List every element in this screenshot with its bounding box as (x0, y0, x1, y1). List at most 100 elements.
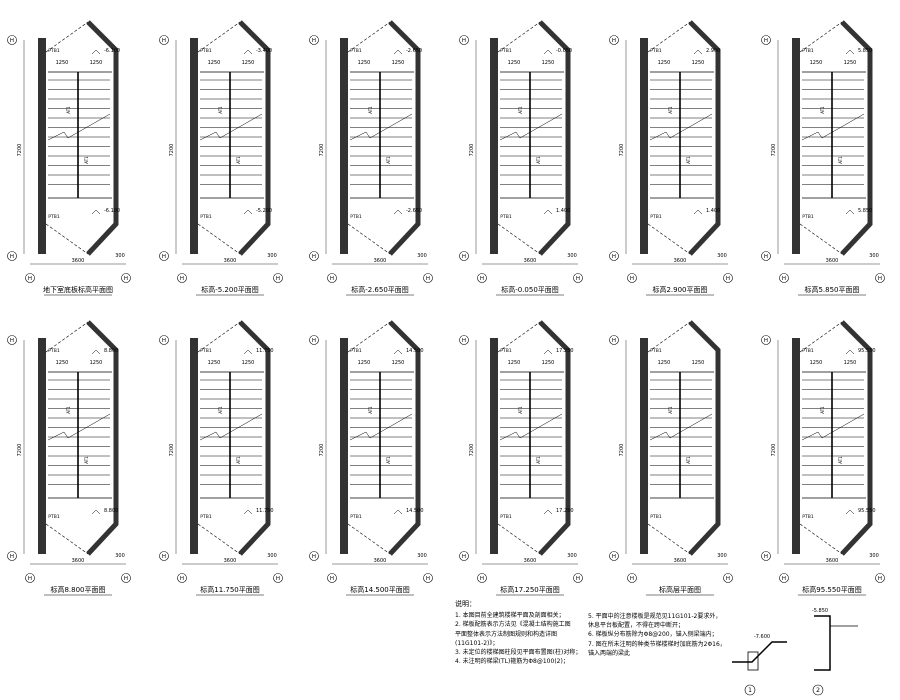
vertical-dim-text: 7200 (771, 144, 777, 157)
break-line (649, 413, 713, 441)
plan-caption: 标高5.850平面图 (804, 285, 859, 294)
bottom-diagonal (799, 223, 843, 255)
width-right-text: 1250 (692, 60, 705, 66)
break-line (349, 413, 413, 441)
design-notes: 说明： 1. 本图目前全建筑楼梯平面及剖面相关； 2. 梯板配筋表示方法见《混凝… (455, 600, 590, 666)
vertical-dim-text: 7200 (469, 144, 475, 157)
axis-bubble (723, 573, 733, 583)
axis-tag: H (630, 276, 634, 282)
plan-caption: 标高-5.200平面图 (201, 285, 259, 294)
vertical-dim-text: 7200 (619, 144, 625, 157)
level-marker-bottom (91, 209, 101, 215)
offset-dim-text: 300 (869, 253, 879, 259)
axis-tag: H (10, 254, 14, 260)
break-line (801, 113, 865, 141)
axis-bubble (309, 35, 319, 45)
break-line (199, 413, 263, 441)
break-line (47, 413, 111, 441)
axis-tag: H (312, 554, 316, 560)
note-line-1: 1. 本图目前全建筑楼梯平面及剖面相关； (455, 612, 565, 620)
tread-label-right: AT1 (536, 456, 541, 464)
axis-tag: H (764, 554, 768, 560)
width-right-text: 1250 (392, 60, 405, 66)
bottom-diagonal (647, 523, 691, 555)
axis-bubble (273, 573, 283, 583)
axis-bubble (121, 573, 131, 583)
axis-tag: H (462, 254, 466, 260)
axis-bubble (627, 573, 637, 583)
platform-label-top: PTB1 (802, 348, 814, 354)
vertical-dim-text: 7200 (319, 444, 325, 457)
axis-tag: H (426, 576, 430, 582)
axis-bubble (477, 573, 487, 583)
bottom-dim-text: 3600 (674, 258, 687, 264)
axis-tag: H (782, 276, 786, 282)
level-marker-bottom (543, 509, 553, 515)
axis-tag: H (28, 276, 32, 282)
left-wall (490, 38, 498, 254)
tread-label-left: AT1 (668, 106, 673, 114)
left-wall (340, 338, 348, 554)
axis-tag: H (726, 276, 730, 282)
width-left-text: 1250 (358, 360, 371, 366)
tread-label-left: AT1 (820, 106, 825, 114)
axis-tag: H (10, 554, 14, 560)
level-top-text: -2.650 (406, 48, 422, 54)
axis-tag: H (782, 576, 786, 582)
axis-tag: H (462, 38, 466, 44)
left-wall (190, 338, 198, 554)
axis-bubble (609, 35, 619, 45)
vertical-dim-text: 7200 (771, 444, 777, 457)
level-marker-bottom (393, 209, 403, 215)
platform-label-top: PTB1 (350, 48, 362, 54)
platform-label-bottom: PTB1 (802, 214, 814, 220)
axis-bubble (423, 273, 433, 283)
tread-label-right: AT1 (84, 456, 89, 464)
axis-tag: H (10, 338, 14, 344)
axis-bubble (609, 551, 619, 561)
tread-label-left: AT1 (218, 106, 223, 114)
note-line-11: 锚入两端的梁此 (588, 649, 631, 657)
axis-tag: H (878, 276, 882, 282)
level-bottom-text: -2.650 (406, 208, 422, 214)
level-marker-top (91, 349, 101, 355)
axis-bubble (309, 551, 319, 561)
axis-bubble (25, 573, 35, 583)
right-wall (840, 20, 873, 256)
tread-label-right: AT1 (838, 456, 843, 464)
level-bottom-text: -6.100 (104, 208, 120, 214)
width-left-text: 1250 (658, 60, 671, 66)
level-marker-bottom (845, 209, 855, 215)
platform-label-top: PTB1 (650, 48, 662, 54)
right-wall (538, 20, 571, 256)
tread-label-right: AT1 (386, 156, 391, 164)
width-left-text: 1250 (208, 360, 221, 366)
offset-dim-text: 300 (267, 253, 277, 259)
note-line-9: 6. 梯板纵分布筋除为Φ8@200，锚入侧梁端内； (588, 631, 718, 639)
platform-label-bottom: PTB1 (200, 214, 212, 220)
stair-treads (802, 79, 864, 185)
bottom-dim-text: 3600 (374, 258, 387, 264)
level-bottom-text: 17.250 (556, 508, 574, 514)
level-bottom-text: 1.400 (706, 208, 720, 214)
axis-tag: H (162, 554, 166, 560)
axis-bubble (459, 551, 469, 561)
axis-tag: H (764, 338, 768, 344)
width-left-text: 1250 (810, 360, 823, 366)
axis-tag: H (312, 38, 316, 44)
axis-bubble (477, 273, 487, 283)
axis-bubble (875, 573, 885, 583)
bottom-diagonal (45, 223, 89, 255)
stair-treads (200, 79, 262, 185)
width-right-text: 1250 (542, 60, 555, 66)
level-top-text: -3.400 (256, 48, 272, 54)
axis-tag: H (612, 554, 616, 560)
level-top-text: 5.850 (858, 48, 872, 54)
axis-bubble (609, 251, 619, 261)
platform-label-top: PTB1 (200, 348, 212, 354)
axis-tag: H (162, 38, 166, 44)
